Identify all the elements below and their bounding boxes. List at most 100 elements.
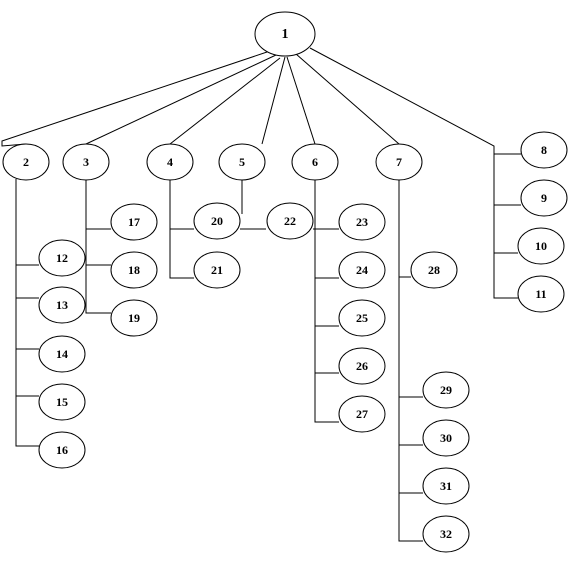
node-label: 23 (356, 215, 368, 229)
node-ellipse (193, 202, 241, 240)
node-label: 21 (211, 263, 223, 277)
tree-node-30: 30 (422, 419, 470, 457)
node-label: 27 (356, 407, 368, 421)
node-label: 6 (312, 155, 318, 169)
tree-node-4: 4 (146, 143, 194, 181)
node-ellipse (38, 335, 86, 373)
node-label: 20 (211, 214, 223, 228)
connector-line (261, 56, 286, 145)
tree-node-17: 17 (110, 203, 158, 241)
tree-node-28: 28 (410, 251, 458, 289)
connector-line (1, 50, 271, 147)
connector-line (295, 53, 400, 145)
node-label: 32 (440, 527, 452, 541)
node-label: 2 (23, 155, 29, 169)
connector-line (15, 179, 39, 447)
node-ellipse (520, 131, 568, 169)
tree-node-6: 6 (291, 143, 339, 181)
node-label: 7 (396, 155, 402, 169)
node-label: 8 (541, 143, 547, 157)
node-ellipse (517, 227, 565, 265)
node-label: 26 (356, 359, 368, 373)
node-label: 28 (428, 263, 440, 277)
node-ellipse (338, 251, 386, 289)
connector-line (85, 54, 277, 145)
node-label: 10 (535, 239, 547, 253)
node-ellipse (422, 371, 470, 409)
node-label: 13 (56, 298, 68, 312)
tree-node-1: 1 (254, 11, 316, 57)
connector-line (398, 179, 423, 542)
node-label: 15 (56, 395, 68, 409)
node-label: 22 (284, 214, 296, 228)
node-ellipse (110, 299, 158, 337)
node-ellipse (2, 143, 50, 181)
connector-line (169, 179, 194, 279)
node-ellipse (520, 179, 568, 217)
tree-node-25: 25 (338, 299, 386, 337)
node-ellipse (38, 239, 86, 277)
node-label: 14 (56, 347, 68, 361)
connector-line (286, 56, 316, 145)
node-ellipse (218, 143, 266, 181)
node-ellipse (38, 286, 86, 324)
tree-node-10: 10 (517, 227, 565, 265)
node-ellipse (193, 251, 241, 289)
tree-node-20: 20 (193, 202, 241, 240)
node-ellipse (338, 203, 386, 241)
node-label: 30 (440, 431, 452, 445)
node-label: 17 (128, 215, 140, 229)
tree-node-8: 8 (520, 131, 568, 169)
tree-node-14: 14 (38, 335, 86, 373)
node-ellipse (38, 431, 86, 469)
node-ellipse (338, 299, 386, 337)
tree-node-22: 22 (266, 202, 314, 240)
connector-line (309, 47, 518, 299)
node-ellipse (110, 203, 158, 241)
node-label: 4 (167, 155, 173, 169)
node-ellipse (110, 251, 158, 289)
tree-node-11: 11 (517, 275, 565, 313)
node-ellipse (266, 202, 314, 240)
tree-node-26: 26 (338, 347, 386, 385)
node-label: 16 (56, 443, 68, 457)
node-label: 18 (128, 263, 140, 277)
tree-node-9: 9 (520, 179, 568, 217)
node-label: 9 (541, 191, 547, 205)
tree-node-21: 21 (193, 251, 241, 289)
node-ellipse (291, 143, 339, 181)
node-ellipse (338, 395, 386, 433)
tree-node-32: 32 (422, 515, 470, 553)
tree-node-27: 27 (338, 395, 386, 433)
connector-line (85, 179, 111, 314)
node-label: 3 (83, 155, 89, 169)
tree-node-12: 12 (38, 239, 86, 277)
tree-node-19: 19 (110, 299, 158, 337)
node-ellipse (422, 419, 470, 457)
node-ellipse (410, 251, 458, 289)
tree-node-23: 23 (338, 203, 386, 241)
node-ellipse (62, 143, 110, 181)
tree-node-31: 31 (422, 467, 470, 505)
tree-node-15: 15 (38, 383, 86, 421)
node-label: 19 (128, 311, 140, 325)
tree-node-2: 2 (2, 143, 50, 181)
node-label: 31 (440, 479, 452, 493)
connector-line (314, 179, 339, 423)
node-ellipse (517, 275, 565, 313)
node-label: 25 (356, 311, 368, 325)
tree-node-18: 18 (110, 251, 158, 289)
tree-node-24: 24 (338, 251, 386, 289)
node-label: 12 (56, 251, 68, 265)
tree-node-16: 16 (38, 431, 86, 469)
node-label: 11 (535, 287, 546, 301)
node-label: 24 (356, 263, 368, 277)
tree-node-29: 29 (422, 371, 470, 409)
tree-node-3: 3 (62, 143, 110, 181)
connector-line (169, 57, 281, 145)
tree-node-7: 7 (375, 143, 423, 181)
node-ellipse (38, 383, 86, 421)
node-label: 5 (239, 155, 245, 169)
